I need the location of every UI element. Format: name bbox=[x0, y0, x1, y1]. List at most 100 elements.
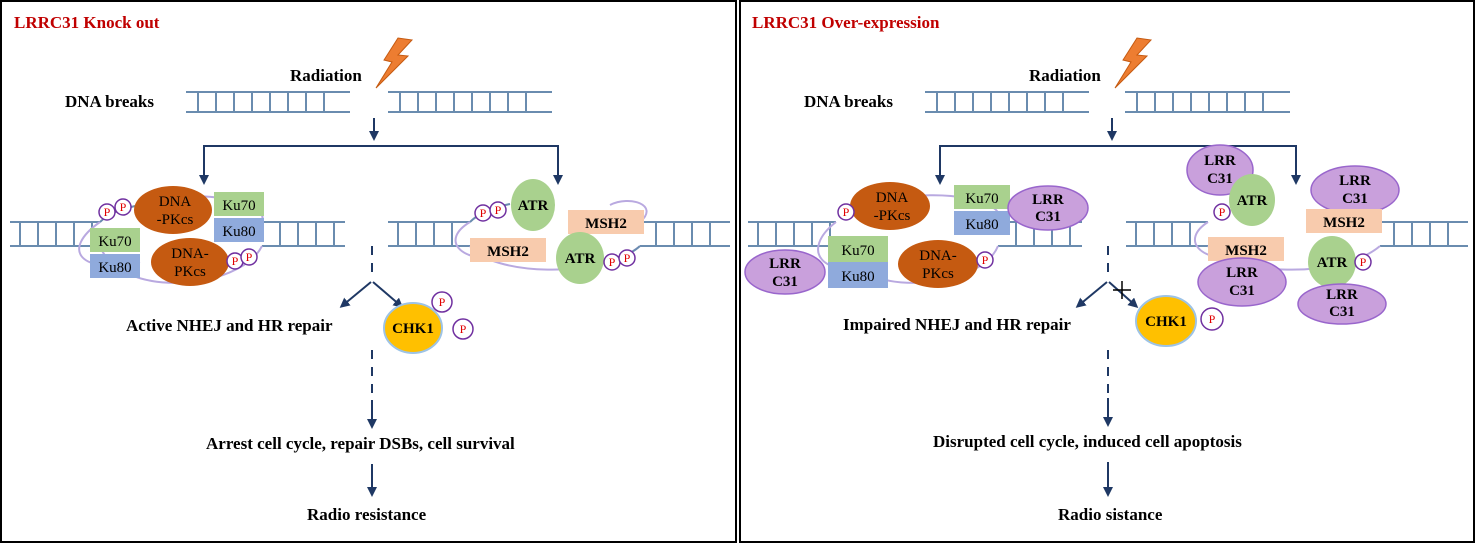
dnapkcs-bottom-line2: PKcs bbox=[174, 264, 206, 280]
ku70-bottom-box bbox=[90, 228, 140, 252]
phospho-label: P bbox=[843, 205, 850, 219]
ku70-top-label: Ku70 bbox=[222, 198, 255, 214]
lrrc31-line1: LRR bbox=[1326, 287, 1358, 303]
atr-top-label: ATR bbox=[518, 198, 549, 214]
phospho-icon bbox=[114, 198, 132, 216]
lrrc31-line1: LRR bbox=[1226, 265, 1258, 281]
lrrc31-node bbox=[1297, 283, 1387, 325]
phospho-label: P bbox=[624, 251, 631, 265]
msh2-bottom-label: MSH2 bbox=[1225, 243, 1267, 259]
left-panel-title: LRRC31 Knock out bbox=[14, 13, 160, 32]
msh2-top-label: MSH2 bbox=[585, 216, 627, 232]
lrrc31-node bbox=[744, 249, 826, 295]
atr-bottom-label: ATR bbox=[1317, 255, 1348, 271]
hr-dna-left bbox=[1126, 221, 1208, 247]
phospho-label: P bbox=[1219, 205, 1226, 219]
right-panel-title: LRRC31 Over-expression bbox=[752, 13, 940, 32]
ku70-bottom-label: Ku70 bbox=[841, 243, 874, 259]
chk1-node bbox=[1135, 295, 1197, 347]
dnapkcs-bottom-line2: PKcs bbox=[922, 266, 954, 282]
dnapkcs-top-node bbox=[134, 186, 212, 234]
phospho-icon bbox=[1354, 253, 1372, 271]
dnapkcs-top-line1: DNA bbox=[876, 190, 909, 206]
lrrc31-node bbox=[1007, 185, 1089, 231]
dna-breaks-label: DNA breaks bbox=[65, 92, 154, 111]
lrrc31-line2: C31 bbox=[1207, 171, 1233, 187]
right-panel-border bbox=[739, 0, 1475, 543]
right-panel: LRRC31 Over-expression Radiation DNA bre… bbox=[744, 13, 1468, 524]
phospho-label: P bbox=[460, 322, 467, 336]
lrrc31-line2: C31 bbox=[1329, 304, 1355, 320]
ku80-bottom-box bbox=[828, 262, 888, 288]
lrrc31-node bbox=[1197, 257, 1287, 307]
dnapkcs-top-node bbox=[850, 182, 930, 230]
atr-top-label: ATR bbox=[1237, 193, 1268, 209]
phospho-label: P bbox=[1209, 312, 1216, 326]
arrow-to-chk1 bbox=[372, 281, 404, 308]
outcome-label: Disrupted cell cycle, induced cell apopt… bbox=[933, 432, 1242, 451]
hr-dna-right bbox=[640, 221, 730, 247]
radiation-label: Radiation bbox=[1029, 66, 1101, 85]
lrrc31-line2: C31 bbox=[1342, 191, 1368, 207]
phospho-icon bbox=[489, 201, 507, 219]
phospho-label: P bbox=[120, 200, 127, 214]
arrow-branch bbox=[939, 145, 1297, 180]
left-panel: LRRC31 Knock out Radiation DNA breaks bbox=[10, 13, 730, 524]
ku80-top-label: Ku80 bbox=[965, 217, 998, 233]
atr-top-node bbox=[1229, 174, 1275, 226]
phospho-icon bbox=[976, 251, 994, 269]
dnapkcs-bottom-line1: DNA- bbox=[171, 246, 209, 262]
dna-break-right-strand bbox=[1125, 91, 1290, 113]
lrrc31-line2: C31 bbox=[772, 274, 798, 290]
outcome-label: Arrest cell cycle, repair DSBs, cell sur… bbox=[206, 434, 515, 453]
nhej-dna-right bbox=[262, 221, 345, 247]
phospho-icon bbox=[1213, 203, 1231, 221]
chk1-label: CHK1 bbox=[1145, 314, 1187, 330]
left-panel-border bbox=[0, 0, 737, 543]
ku80-bottom-label: Ku80 bbox=[841, 269, 874, 285]
ku80-top-box bbox=[954, 211, 1010, 235]
dnapkcs-top-line1: DNA bbox=[159, 194, 192, 210]
phospho-label: P bbox=[982, 253, 989, 267]
chk1-label: CHK1 bbox=[392, 321, 434, 337]
phospho-label: P bbox=[439, 295, 446, 309]
ku80-bottom-box bbox=[90, 254, 140, 278]
arrow-to-repair bbox=[1075, 281, 1108, 308]
nhej-dna-left bbox=[10, 221, 100, 247]
repair-label: Active NHEJ and HR repair bbox=[126, 316, 333, 335]
ku70-top-label: Ku70 bbox=[965, 191, 998, 207]
lrrc31-line1: LRR bbox=[1339, 173, 1371, 189]
phospho-icon bbox=[98, 203, 116, 221]
atr-bottom-node bbox=[556, 232, 604, 284]
ku80-bottom-label: Ku80 bbox=[98, 260, 131, 276]
atr-top-node bbox=[511, 179, 555, 231]
phospho-icon bbox=[837, 203, 855, 221]
phospho-label: P bbox=[104, 205, 111, 219]
radiation-label: Radiation bbox=[290, 66, 362, 85]
phospho-icon bbox=[240, 248, 258, 266]
arrow-to-repair bbox=[339, 281, 372, 308]
lrrc31-line1: LRR bbox=[1204, 153, 1236, 169]
lightning-icon bbox=[375, 37, 414, 89]
ku80-top-box bbox=[214, 218, 264, 242]
ku70-top-box bbox=[954, 185, 1010, 209]
phospho-icon bbox=[452, 318, 474, 340]
atr-bottom-label: ATR bbox=[565, 251, 596, 267]
dna-break-right-strand bbox=[388, 91, 552, 113]
phospho-label: P bbox=[609, 255, 616, 269]
msh2-bottom-box bbox=[470, 238, 546, 262]
lrrc31-line2: C31 bbox=[1229, 283, 1255, 299]
final-label: Radio resistance bbox=[307, 505, 427, 524]
msh2-top-box bbox=[1306, 209, 1382, 233]
phospho-label: P bbox=[1360, 255, 1367, 269]
phospho-label: P bbox=[495, 203, 502, 217]
dna-break-left-strand bbox=[925, 91, 1089, 113]
dnapkcs-top-line2: -PKcs bbox=[874, 208, 911, 224]
msh2-bottom-label: MSH2 bbox=[487, 244, 529, 260]
ku70-top-box bbox=[214, 192, 264, 216]
final-label: Radio sistance bbox=[1058, 505, 1163, 524]
dnapkcs-bottom-node bbox=[151, 238, 229, 286]
phospho-label: P bbox=[246, 250, 253, 264]
chk1-node bbox=[383, 302, 443, 354]
